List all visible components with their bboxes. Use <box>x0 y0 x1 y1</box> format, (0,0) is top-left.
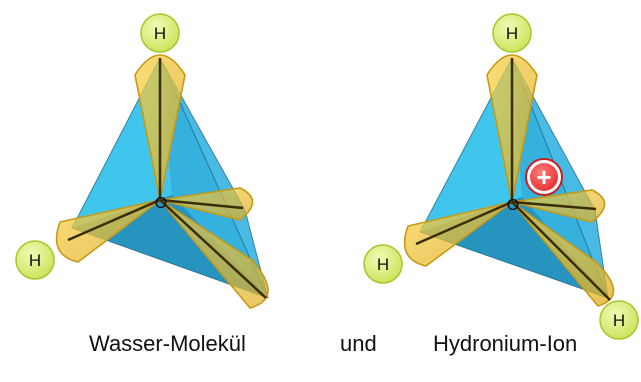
water-lone-pair-bottom-right <box>159 199 269 309</box>
svg-text:H: H <box>613 311 625 330</box>
water-lone-pair-right <box>159 187 254 221</box>
hydronium-hydrogen-left: H <box>363 244 403 284</box>
water-bond-orbital-left <box>55 198 161 263</box>
water-caption: Wasser-Molekül <box>89 331 246 356</box>
water-molecule: H H O <box>15 13 269 309</box>
svg-text:H: H <box>377 255 389 274</box>
hydronium-hydrogen-bottom-right: H <box>599 300 639 340</box>
hydronium-bond-orbital-left <box>403 200 513 267</box>
svg-text:H: H <box>29 251 41 270</box>
hydronium-bond-orbital-top <box>486 54 538 203</box>
hydronium-bond-orbital-bottom-right <box>511 201 615 307</box>
water-hydrogen-left: H <box>15 240 55 280</box>
charge-symbol: + <box>536 162 551 192</box>
water-oxygen-label: O <box>155 195 167 212</box>
hydronium-hydrogen-top: H <box>492 13 532 53</box>
svg-text:H: H <box>154 24 166 43</box>
hydronium-lone-pair-right <box>511 189 606 223</box>
water-bond-orbital-top <box>134 54 186 201</box>
water-hydrogen-top: H <box>140 13 180 53</box>
hydronium-caption: Hydronium-Ion <box>433 331 578 356</box>
positive-charge-icon: + <box>525 158 563 196</box>
connector-text: und <box>340 331 377 356</box>
hydronium-ion: H H H + O <box>363 13 639 340</box>
hydronium-oxygen-label: O <box>507 197 519 214</box>
svg-text:H: H <box>506 24 518 43</box>
